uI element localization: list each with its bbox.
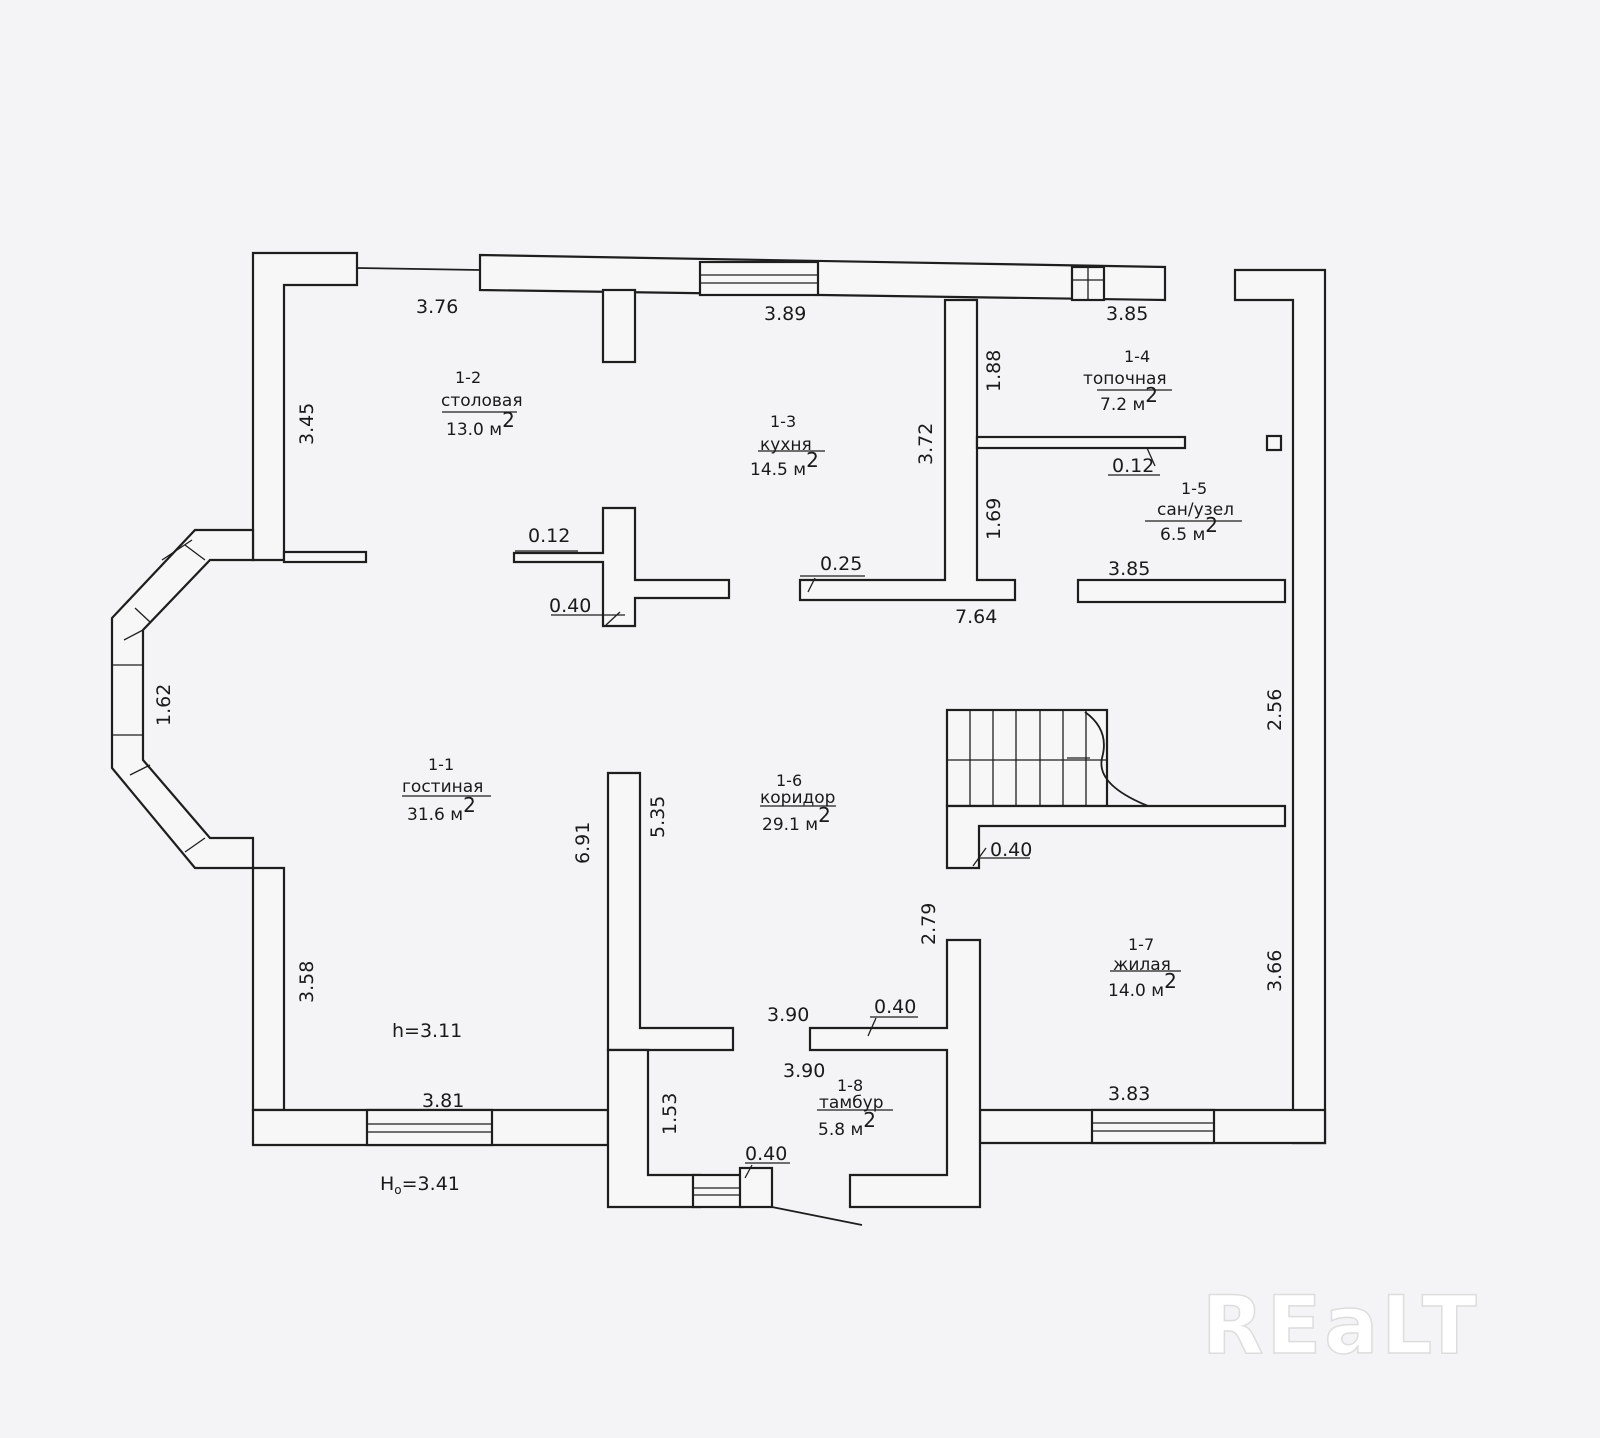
window-bottom-left [365, 1108, 494, 1147]
ceiling-height: h=3.11 [392, 1020, 462, 1042]
room-name: сан/узел [1157, 500, 1234, 520]
room-id: 1-7 [1128, 935, 1154, 954]
dim-label: 0.12 [1112, 455, 1154, 477]
wall-kitchen-lower [798, 298, 1017, 602]
entrance-door-frame [691, 1173, 745, 1209]
dim-label: 0.40 [745, 1143, 787, 1165]
dim-label: 3.89 [764, 303, 806, 325]
dim-label: 2.56 [1264, 689, 1286, 731]
window-bottom-right [1090, 1108, 1216, 1145]
room-area: 6.5 м2 [1160, 513, 1218, 545]
room-area: 7.2 м2 [1100, 383, 1158, 415]
entrance-post [738, 1166, 774, 1209]
wall-dining-partial [282, 550, 368, 564]
dim-label: 1.69 [983, 498, 1005, 540]
wall-stub-top [601, 288, 637, 364]
dim-label: 7.64 [955, 606, 997, 628]
room-area: 14.0 м2 [1108, 969, 1177, 1001]
wall-corridor-left [606, 771, 735, 1052]
dim-label: 3.45 [296, 403, 318, 445]
wall-left-lower [251, 866, 286, 1112]
room-area: 29.1 м2 [762, 803, 831, 835]
room-name: гостиная [402, 777, 483, 797]
room-id: 1-4 [1124, 347, 1150, 366]
stairs [945, 708, 1149, 808]
dim-label: 3.90 [783, 1060, 825, 1082]
dim-label: 5.35 [647, 796, 669, 838]
dim-label: 1.88 [983, 350, 1005, 392]
wall-bath-lower [1076, 578, 1287, 604]
room-area: 13.0 м2 [446, 408, 515, 440]
watermark-logo: REaLT [1202, 1279, 1480, 1372]
vent [1265, 434, 1283, 452]
room-area: 14.5 м2 [750, 448, 819, 480]
wall-under-stairs [945, 804, 1287, 870]
dim-label: 3.66 [1264, 950, 1286, 992]
room-name: столовая [441, 391, 523, 411]
wall-tambour-left [606, 1048, 702, 1209]
dim-label: 0.40 [549, 595, 591, 617]
room-area: 5.8 м2 [818, 1108, 876, 1140]
dim-label: 3.85 [1108, 558, 1150, 580]
dim-label: 1.62 [153, 684, 175, 726]
wall-t-column [512, 506, 731, 628]
dim-label: 1.53 [659, 1093, 681, 1135]
dim-label: 0.25 [820, 553, 862, 575]
door-top-left [356, 267, 481, 271]
dim-label: 2.79 [918, 903, 940, 945]
wall-top [478, 253, 1167, 302]
room-name: кухня [760, 435, 812, 455]
window-top [698, 260, 820, 297]
room-name: жилая [1113, 955, 1171, 975]
room-id: 1-1 [428, 755, 454, 774]
dim-label: 3.83 [1108, 1083, 1150, 1105]
room-id: 1-5 [1181, 479, 1207, 498]
dim-label: 3.58 [296, 961, 318, 1003]
room-area: 31.6 м2 [407, 793, 476, 825]
dim-label: 0.12 [528, 525, 570, 547]
room-id: 1-3 [770, 412, 796, 431]
room-id: 1-8 [837, 1076, 863, 1095]
dim-label: 3.76 [416, 296, 458, 318]
dim-label: 3.81 [422, 1090, 464, 1112]
room-id: 1-6 [776, 771, 802, 790]
floor-height: Hо=3.41 [380, 1173, 460, 1197]
entrance-door [771, 1206, 863, 1226]
room-name: тамбур [819, 1093, 883, 1113]
bay-window-wall [110, 528, 255, 870]
wall-boiler-bath [975, 435, 1187, 450]
dim-label: 0.40 [874, 996, 916, 1018]
room-name: коридор [760, 788, 835, 808]
dim-label: 3.85 [1106, 303, 1148, 325]
dim-label: 3.90 [767, 1004, 809, 1026]
dim-label: 3.72 [915, 423, 937, 465]
room-name: топочная [1083, 369, 1167, 389]
wall-tambour-right [808, 938, 982, 1209]
dim-label: 0.40 [990, 839, 1032, 861]
room-id: 1-2 [455, 368, 481, 387]
dim-label: 6.91 [572, 822, 594, 864]
